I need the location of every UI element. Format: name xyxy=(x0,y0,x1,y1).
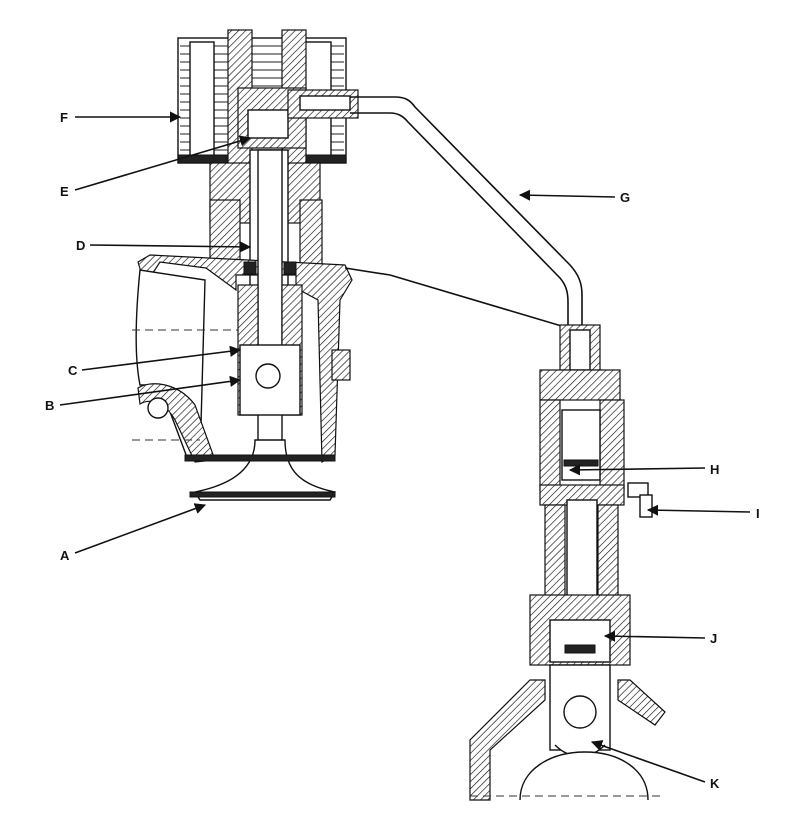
label-k: K xyxy=(710,776,720,791)
leader-lines xyxy=(59,111,751,783)
label-j: J xyxy=(710,631,717,646)
actuator-cylinder xyxy=(539,324,653,518)
label-h: H xyxy=(710,462,719,477)
roller-tappet xyxy=(549,664,611,757)
label-g: G xyxy=(620,190,630,205)
label-f: F xyxy=(60,110,68,125)
label-d: D xyxy=(76,238,85,253)
pipe-fitting-top xyxy=(287,89,359,119)
label-c: C xyxy=(68,363,78,378)
label-e: E xyxy=(60,184,69,199)
label-b: B xyxy=(45,398,54,413)
label-i: I xyxy=(756,506,760,521)
pipe-g xyxy=(344,96,583,331)
label-a: A xyxy=(60,548,70,563)
pushrod-guide xyxy=(529,499,631,666)
engine-frame xyxy=(469,679,666,801)
valve-head xyxy=(184,439,337,501)
